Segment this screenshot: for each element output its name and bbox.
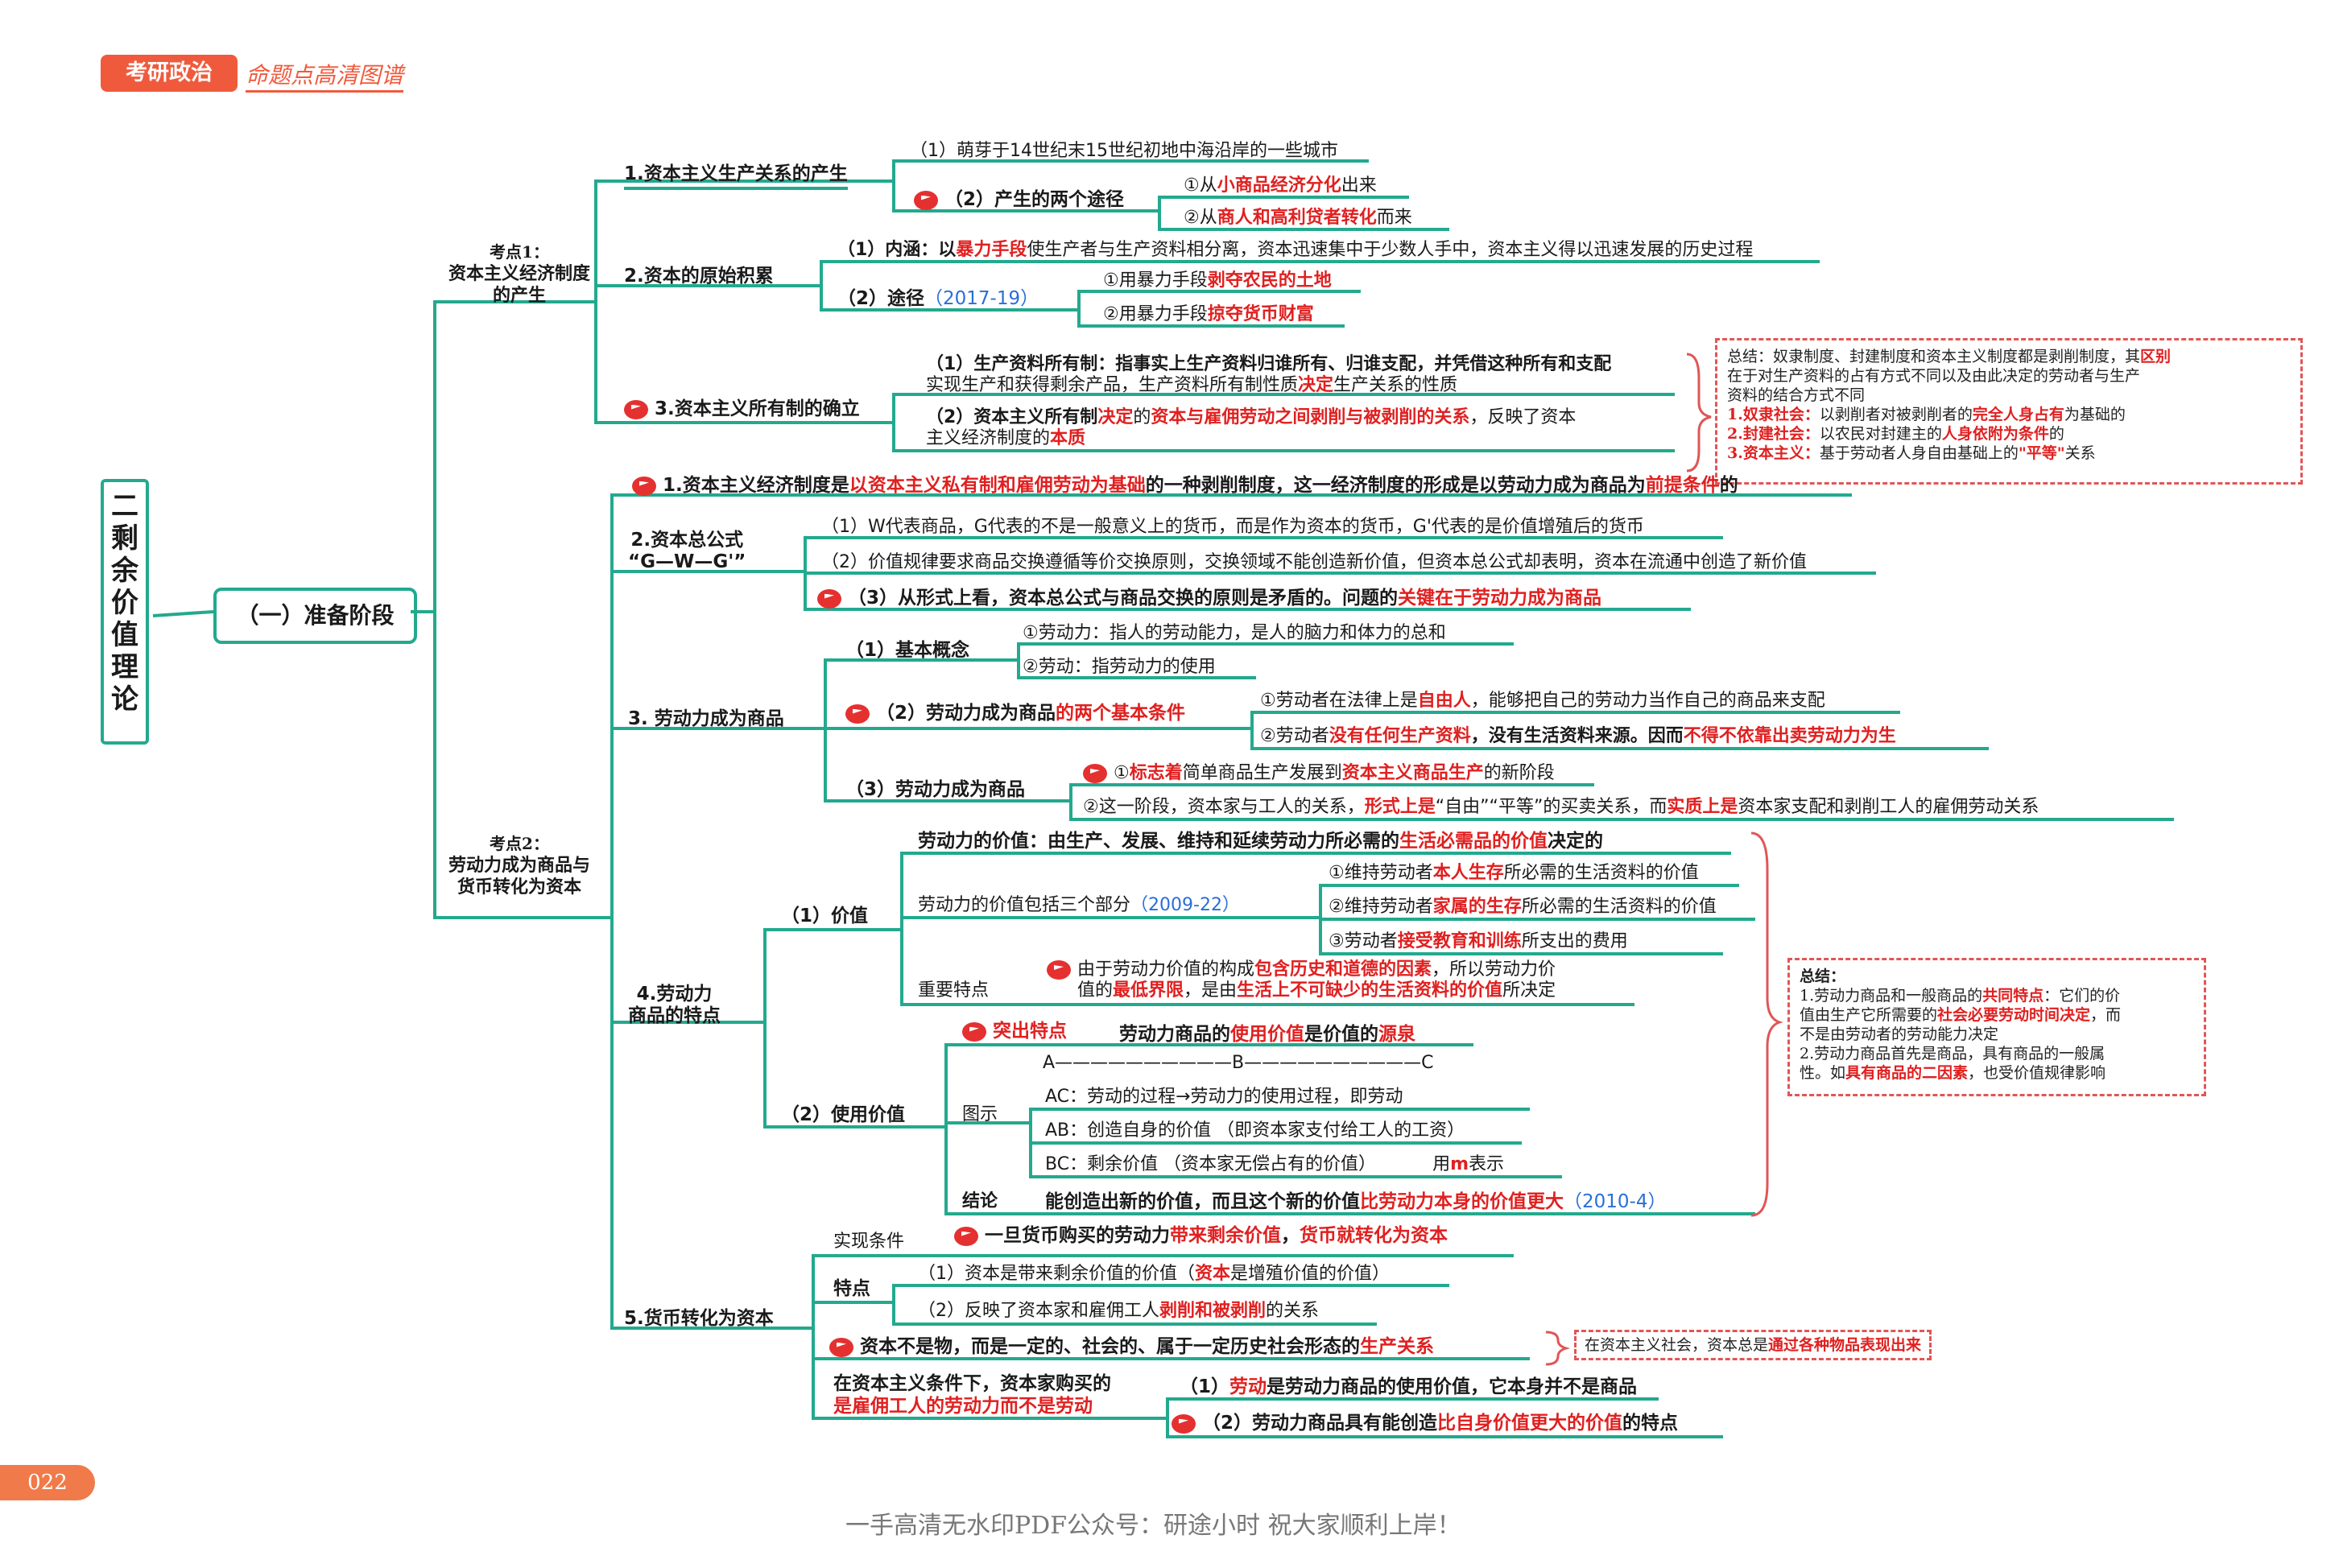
flag-icon xyxy=(624,399,648,419)
p3-item-b1: ①劳动者在法律上是自由人，能够把自己的劳动力当作自己的商品来支配 xyxy=(1260,691,1825,711)
s3-heading: 3.资本主义所有制的确立 xyxy=(624,398,860,420)
p5-labor-2: （2）劳动力商品具有能创造比自身价值更大的价值的特点 xyxy=(1172,1413,1678,1434)
p5-feature-2: （2）反映了资本家和雇佣工人剥削和被剥削的关系 xyxy=(918,1301,1320,1321)
p5-condition: 实现条件 xyxy=(833,1232,905,1252)
p4-ac: AC：劳动的过程→劳动力的使用过程，即劳动 xyxy=(1045,1087,1403,1107)
p4-use-3: 结论 xyxy=(962,1191,998,1211)
p3-item-a1: ①劳动力：指人的劳动能力，是人的脑力和体力的总和 xyxy=(1023,623,1446,643)
flag-icon xyxy=(1083,764,1107,783)
p5-relation-note: 在资本主义社会，资本总是通过各种物品表现出来 xyxy=(1574,1330,1932,1360)
flag-icon xyxy=(1047,960,1071,980)
stage-node: （一）准备阶段 xyxy=(213,588,417,644)
p5-labor: 在资本主义条件下，资本家购买的是雇佣工人的劳动力而不是劳动 xyxy=(833,1373,1111,1417)
flag-icon xyxy=(632,476,656,496)
p2-item-a: （1）W代表商品，G代表的不是一般意义上的货币，而是作为资本的货币，G'代表的是… xyxy=(821,517,1644,537)
s1-item-b1: ①从小商品经济分化出来 xyxy=(1184,175,1377,196)
p5-heading: 5.货币转化为资本 xyxy=(624,1308,774,1329)
p4-use-1-text: 劳动力商品的使用价值是价值的源泉 xyxy=(1119,1024,1415,1045)
flag-icon xyxy=(845,704,870,724)
s1-item-b: （2）产生的两个途径 xyxy=(914,189,1124,211)
p4-ab: AB：创造自身的价值 （即资本家支付给工人的工资） xyxy=(1045,1120,1465,1141)
p4-value-2a: ①维持劳动者本人生存所必需的生活资料的价值 xyxy=(1329,863,1699,883)
p4-value-2c: ③劳动者接受教育和训练所支出的费用 xyxy=(1329,931,1628,951)
p3-item-a: （1）基本概念 xyxy=(845,640,970,661)
p4-abc-line: A——————————B——————————C xyxy=(1043,1053,1434,1073)
p4-use-1: 突出特点 xyxy=(962,1021,1067,1042)
p5-feature-1: （1）资本是带来剩余价值的价值（资本是增殖价值的价值） xyxy=(918,1264,1391,1284)
p4-value-3: 重要特点 xyxy=(918,980,990,1001)
p4-value-3-text: 由于劳动力价值的构成包含历史和道德的因素，所以劳动力价 值的最低界限，是由生活上… xyxy=(1047,959,1556,1001)
p3-item-c2: ②这一阶段，资本家与工人的关系，形式上是“自由”“平等”的买卖关系，而实质上是资… xyxy=(1083,797,2039,817)
p2-item-c: （3）从形式上看，资本总公式与商品交换的原则是矛盾的。问题的关键在于劳动力成为商… xyxy=(817,588,1601,609)
p4-use-3-text: 能创造出新的价值，而且这个新的价值比劳动力本身的价值更大（2010-4） xyxy=(1045,1191,1667,1212)
p4-use-2: 图示 xyxy=(962,1104,998,1124)
p4-use: （2）使用价值 xyxy=(781,1104,906,1125)
p3-item-b2: ②劳动者没有任何生产资料，没有生活资料来源。因而不得不依靠出卖劳动力为生 xyxy=(1260,726,1896,746)
p4-value-2b: ②维持劳动者家属的生存所必需的生活资料的价值 xyxy=(1329,897,1717,917)
s3-item-b: （2）资本主义所有制决定的资本与雇佣劳动之间剥削与被剥削的关系，反映了资本 主义… xyxy=(926,407,1577,448)
summary-note-2: 总结： 1.劳动力商品和一般商品的共同特点：它们的价 值由生产它所需要的社会必要… xyxy=(1787,958,2206,1096)
p3-item-c: （3）劳动力成为商品 xyxy=(845,779,1026,800)
flag-icon xyxy=(954,1226,978,1246)
p5-condition-text: 一旦货币购买的劳动力带来剩余价值，货币就转化为资本 xyxy=(954,1225,1448,1247)
p5-labor-1: （1）劳动是劳动力商品的使用价值，它本身并不是商品 xyxy=(1180,1376,1638,1397)
p2-heading: 2.资本总公式“G—W—G'” xyxy=(628,530,746,572)
p3-item-a2: ②劳动：指劳动力的使用 xyxy=(1023,657,1216,677)
p4-heading: 4.劳动力商品的特点 xyxy=(628,984,721,1026)
s1-heading: 1.资本主义生产关系的产生 xyxy=(624,163,848,190)
p2-item-b: （2）价值规律要求商品交换遵循等价交换原则，交换领域不能创造新价值，但资本总公式… xyxy=(821,552,1808,572)
summary-note-1: 总结：奴隶制度、封建制度和资本主义制度都是剥削制度，其区别 在于对生产资料的占有… xyxy=(1715,338,2303,485)
page-number: 022 xyxy=(0,1465,95,1500)
p1-line: 1.资本主义经济制度是以资本主义私有制和雇佣劳动为基础的一种剥削制度，这一经济制… xyxy=(632,475,1738,497)
flag-icon xyxy=(1172,1413,1196,1434)
kp2-node: 考点2： 劳动力成为商品与货币转化为资本 xyxy=(448,834,590,897)
header-subtitle: 命题点高清图谱 xyxy=(246,58,404,93)
s3-item-a: （1）生产资料所有制：指事实上生产资料归谁所有、归谁支配，并凭借这种所有和支配 … xyxy=(926,354,1612,395)
root-title: 二 剩余价值理论 xyxy=(101,479,149,745)
flag-icon xyxy=(817,588,841,609)
s2-item-b: （2）途径（2017-19） xyxy=(837,288,1039,309)
p3-item-b: （2）劳动力成为商品的两个基本条件 xyxy=(845,703,1185,724)
s2-item-b1: ①用暴力手段剥夺农民的土地 xyxy=(1103,270,1332,291)
s2-item-b2: ②用暴力手段掠夺货币财富 xyxy=(1103,304,1314,324)
flag-icon xyxy=(914,190,938,210)
p4-value-2: 劳动力的价值包括三个部分（2009-22） xyxy=(918,895,1240,915)
p5-feature: 特点 xyxy=(833,1278,870,1299)
p4-value-1: 劳动力的价值：由生产、发展、维持和延续劳动力所必需的生活必需品的价值决定的 xyxy=(918,831,1603,852)
s1-item-b2: ②从商人和高利贷者转化而来 xyxy=(1184,208,1412,228)
p5-relation: 资本不是物，而是一定的、社会的、属于一定历史社会形态的生产关系 xyxy=(829,1336,1434,1358)
p3-heading: 3. 劳动力成为商品 xyxy=(628,708,784,729)
p4-value: （1）价值 xyxy=(781,906,869,926)
s1-item-a: （1）萌芽于14世纪末15世纪初地中海沿岸的一些城市 xyxy=(910,141,1338,161)
footer-watermark: 一手高清无水印PDF公众号：研途小时 祝大家顺利上岸！ xyxy=(845,1512,1461,1540)
flag-icon xyxy=(829,1337,853,1357)
kp1-node: 考点1： 资本主义经济制度的产生 xyxy=(448,242,590,306)
p4-bc: BC：剩余价值 （资本家无偿占有的价值）用m表示 xyxy=(1045,1154,1505,1174)
flag-icon xyxy=(962,1021,986,1042)
header-tag: 考研政治 xyxy=(101,55,238,92)
p3-item-c1: ①标志着简单商品生产发展到资本主义商品生产的新阶段 xyxy=(1083,763,1555,784)
s2-item-a: （1）内涵：以暴力手段使生产者与生产资料相分离，资本迅速集中于少数人手中，资本主… xyxy=(837,240,1754,260)
s2-heading: 2.资本的原始积累 xyxy=(624,266,774,287)
